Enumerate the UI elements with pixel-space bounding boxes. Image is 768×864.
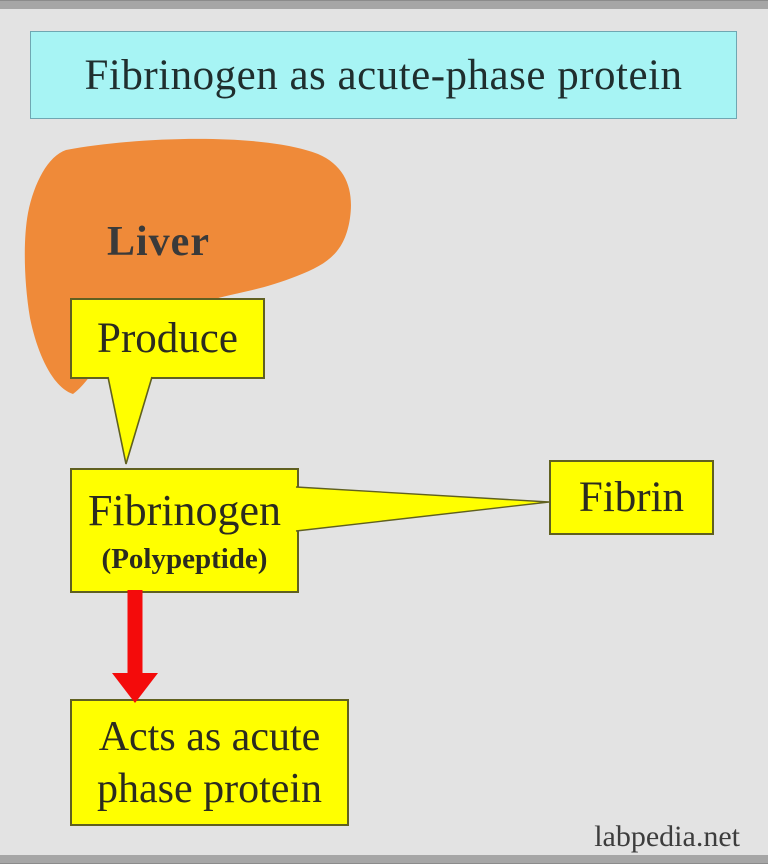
acts-label-line2: phase protein <box>96 765 323 812</box>
produce-box: Produce <box>70 298 265 379</box>
fibrinogen-label: Fibrinogen <box>87 485 282 535</box>
title-box: Fibrinogen as acute-phase protein <box>30 31 737 119</box>
fibrinogen-box: Fibrinogen (Polypeptide) <box>70 468 299 593</box>
acts-label-line1: Acts as acute <box>98 713 321 760</box>
page-title: Fibrinogen as acute-phase protein <box>84 51 683 99</box>
top-border-band <box>0 0 768 9</box>
fibrin-box: Fibrin <box>549 460 714 535</box>
produce-label: Produce <box>97 315 238 362</box>
fibrin-label: Fibrin <box>578 474 685 521</box>
watermark: labpedia.net <box>594 820 740 853</box>
acts-box: Acts as acute phase protein <box>70 699 349 826</box>
fibrinogen-sublabel: (Polypeptide) <box>101 542 268 575</box>
liver-label: Liver <box>107 219 210 265</box>
